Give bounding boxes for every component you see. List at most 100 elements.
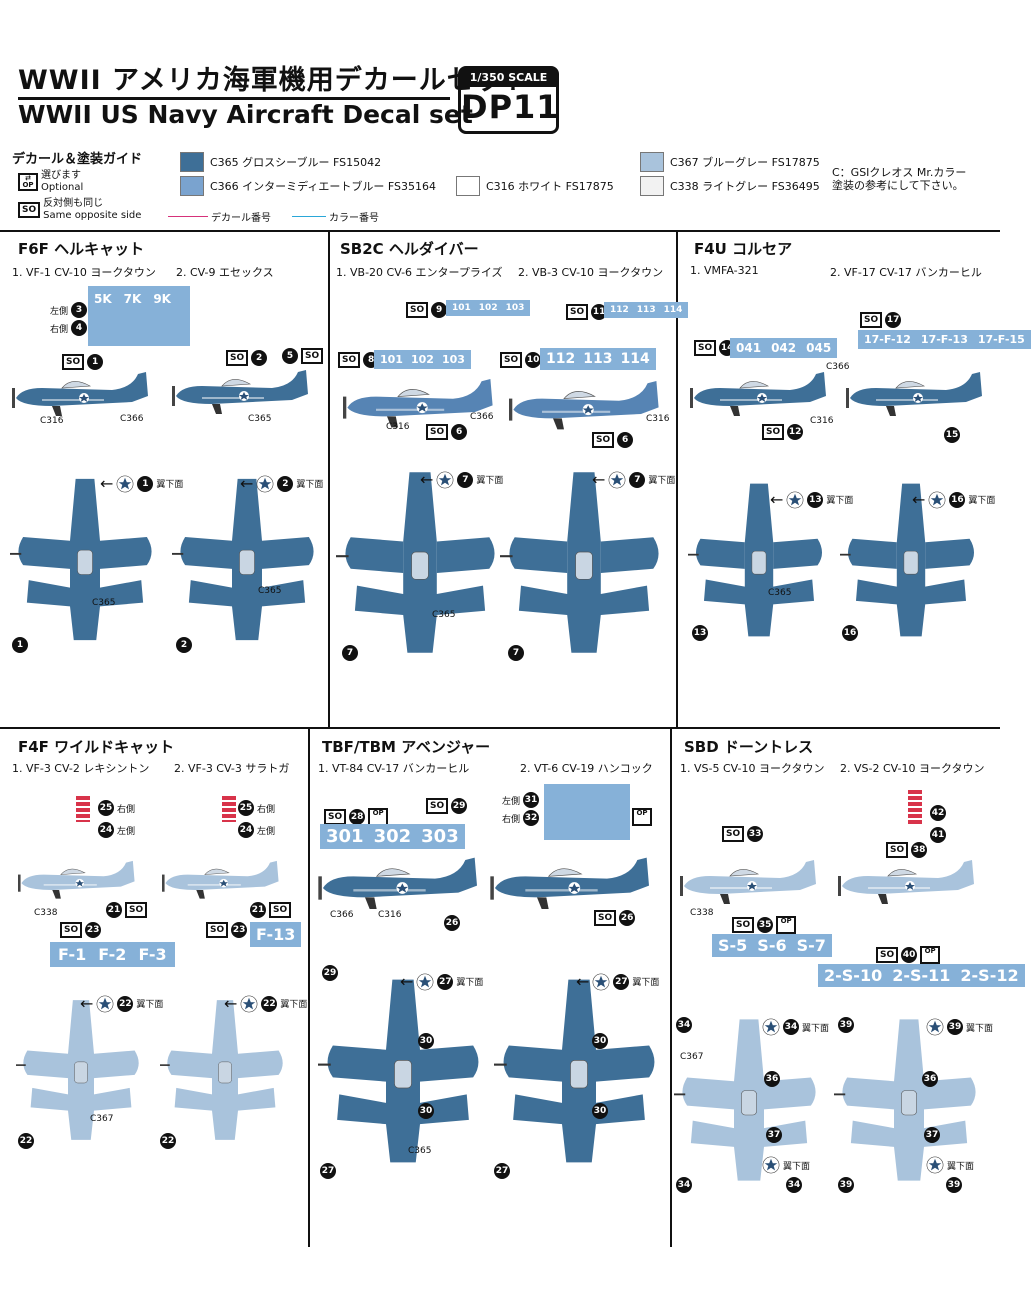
sbd-title: SBD ドーントレス: [684, 738, 814, 756]
f4f-side-view-2: [162, 852, 282, 904]
sbd-num-34-c: 34: [786, 1172, 802, 1193]
f4u-color-c316: C316: [810, 416, 834, 426]
f4f-color-c367: C367: [90, 1114, 114, 1124]
star-insignia-icon: [592, 973, 610, 991]
sb2c-top-view-2: [500, 460, 668, 665]
sbd-underside-2b: 翼下面: [926, 1156, 974, 1174]
star-insignia-icon: [116, 475, 134, 493]
swatch-c316: [456, 176, 480, 196]
f4u-num-16: 16: [842, 620, 858, 641]
f6f-side-view-1: [12, 362, 152, 422]
f4f-title: F4F ワイルドキャット: [18, 738, 175, 756]
tbf-num-29: 29: [322, 960, 338, 981]
swatch-c365: [180, 152, 204, 172]
star-insignia-icon: [96, 995, 114, 1013]
f4u-variant-2: 2. VF-17 CV-17 バンカーヒル: [830, 266, 982, 279]
f4f-num-22-b: 22: [160, 1128, 176, 1149]
sbd-num-39-c: 39: [946, 1172, 962, 1193]
f6f-color-c365-top1: C365: [92, 598, 116, 608]
panel-border-middle: [0, 727, 1000, 729]
sbd-num-37-b: 37: [924, 1122, 940, 1143]
so-jp: 反対側も同じ: [43, 198, 104, 209]
optional-en: Optional: [41, 182, 84, 193]
sbd-variant-1: 1. VS-5 CV-10 ヨークタウン: [680, 762, 825, 775]
sbd-side-view-1: [680, 850, 820, 910]
sbd-num-36-a: 36: [764, 1066, 780, 1087]
star-insignia-icon: [926, 1018, 944, 1036]
optional-jp: 選びます: [41, 170, 81, 181]
tbf-num-30-a: 30: [418, 1028, 434, 1049]
f6f-color-c365: C365: [248, 414, 272, 424]
sb2c-side-view-2: [506, 370, 666, 436]
star-insignia-icon: [436, 471, 454, 489]
tbf-num-27-b: 27: [494, 1158, 510, 1179]
color-line-swatch: [292, 216, 326, 217]
sbd-num-41: 41: [930, 822, 946, 843]
f4f-top-view-2: [160, 990, 290, 1150]
tbf-num-30-c: 30: [592, 1028, 608, 1049]
tbf-decal-sheet-31: [544, 784, 630, 840]
tbf-side-view-1: [318, 846, 482, 916]
f4u-variant-1: 1. VMFA-321: [690, 264, 759, 277]
color-line-legend: カラー番号: [292, 209, 379, 224]
sbd-color-c367: C367: [680, 1052, 704, 1062]
tbf-num-30-b: 30: [418, 1098, 434, 1119]
f6f-color-c365-top2: C365: [258, 586, 282, 596]
star-insignia-icon: [416, 973, 434, 991]
f4f-num-22-a: 22: [18, 1128, 34, 1149]
f4f-rudder-decal-1: [76, 796, 90, 822]
sb2c-color-c366: C366: [470, 412, 494, 422]
panel-divider-3: [308, 727, 310, 1247]
legend-color-c367: C367 ブルーグレー FS17875: [640, 152, 820, 172]
panel-divider-1: [328, 230, 330, 728]
f4u-num-15: 15: [944, 422, 960, 443]
f6f-color-c366: C366: [120, 414, 144, 424]
swatch-c366: [180, 176, 204, 196]
star-insignia-icon: [608, 471, 626, 489]
tbf-variant-2: 2. VT-6 CV-19 ハンコック: [520, 762, 653, 775]
f6f-num-2-bottom: 2: [176, 632, 192, 653]
color-note: C：GSIクレオス Mr.カラー 塗装の参考にして下さい。: [832, 166, 967, 192]
sb2c-num-7-b: 7: [508, 640, 524, 661]
star-insignia-icon: [928, 491, 946, 509]
tbf-title: TBF/TBM アベンジャー: [322, 738, 491, 756]
f6f-num-1-bottom: 1: [12, 632, 28, 653]
tbf-num-30-d: 30: [592, 1098, 608, 1119]
legend-color-c316: C316 ホワイト FS17875: [456, 176, 614, 196]
star-insignia-icon: [240, 995, 258, 1013]
title-jp: WWII アメリカ海軍機用デカールセット: [18, 65, 531, 96]
sbd-num-34-b: 34: [676, 1172, 692, 1193]
f4f-variant-2: 2. VF-3 CV-3 サラトガ: [174, 762, 290, 775]
sb2c-num-7-a: 7: [342, 640, 358, 661]
so-icon: SO: [18, 202, 41, 218]
